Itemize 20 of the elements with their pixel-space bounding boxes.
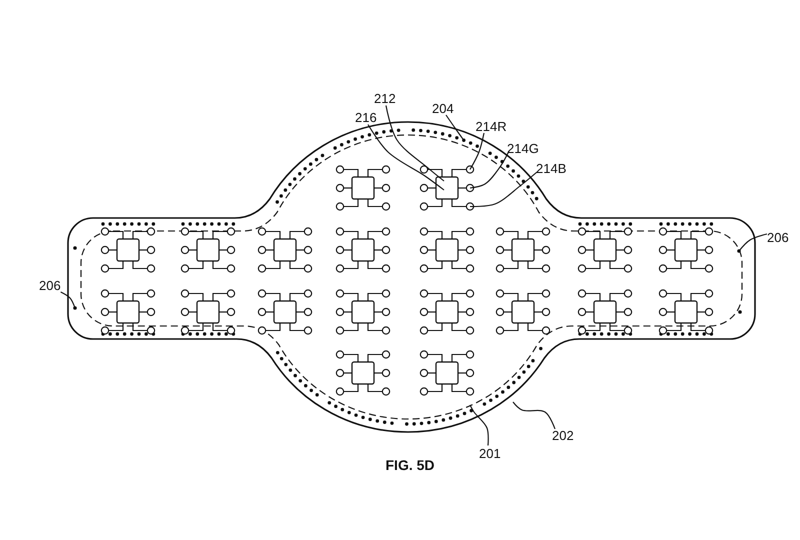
leader-line bbox=[512, 402, 556, 430]
callout-number: 206 bbox=[39, 278, 61, 292]
callout-number: 201 bbox=[479, 446, 501, 460]
callout-number: 214G bbox=[507, 140, 539, 156]
leader-line bbox=[368, 124, 444, 190]
figure-caption: FIG. 5D bbox=[386, 457, 435, 473]
leader-line bbox=[470, 172, 538, 208]
callout-number: 204 bbox=[432, 100, 454, 116]
callout-number: 206 bbox=[767, 230, 789, 244]
leader-line bbox=[470, 404, 489, 446]
leader-line bbox=[470, 132, 485, 170]
leader-line bbox=[60, 292, 76, 308]
callout-number: 202 bbox=[552, 428, 574, 442]
callout-number: 212 bbox=[374, 90, 396, 106]
leader-line bbox=[470, 150, 510, 189]
callout-number: 214B bbox=[536, 160, 566, 176]
callout-number: 216 bbox=[355, 110, 377, 124]
leader-line bbox=[446, 114, 464, 141]
leader-line bbox=[385, 105, 444, 182]
callout-number: 214R bbox=[476, 118, 507, 134]
